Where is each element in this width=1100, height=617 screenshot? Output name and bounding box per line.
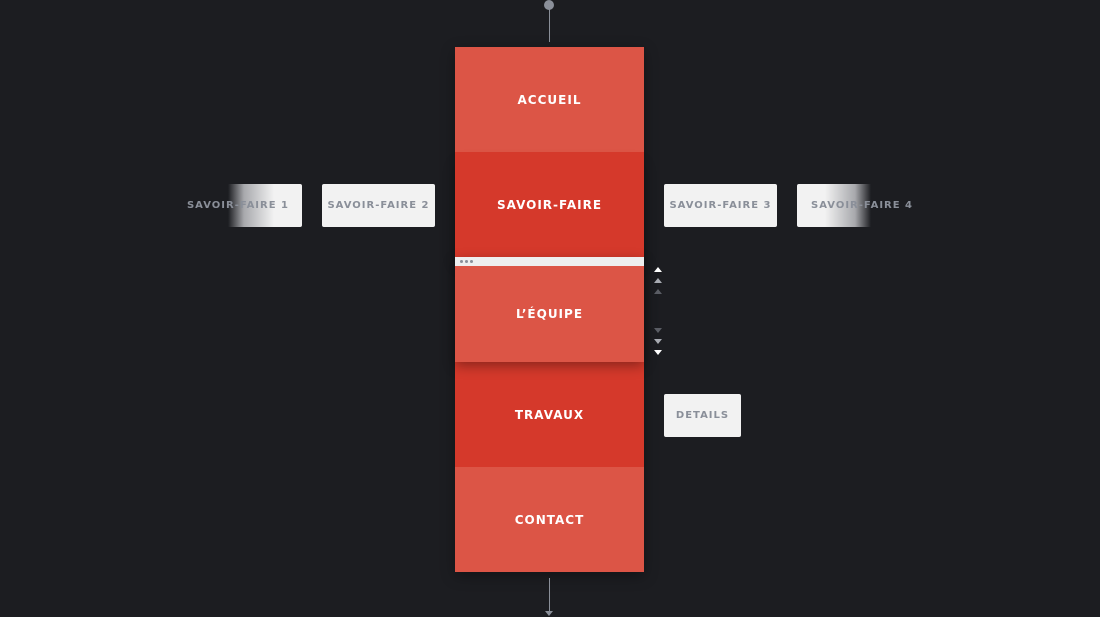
chevron-up-icon bbox=[654, 278, 662, 283]
chevron-down-icon bbox=[654, 339, 662, 344]
subnav-label: SAVOIR-FAIRE 1 bbox=[186, 200, 289, 211]
nav-item-label: TRAVAUX bbox=[514, 407, 585, 422]
subnav-label: SAVOIR-FAIRE 4 bbox=[811, 200, 914, 211]
subnav-savoir-faire-2[interactable]: SAVOIR-FAIRE 2 bbox=[322, 184, 435, 227]
window-titlebar bbox=[455, 257, 644, 266]
subnav-savoir-faire-1[interactable]: SAVOIR-FAIRE 1 bbox=[187, 184, 302, 227]
subnav-label: SAVOIR-FAIRE 2 bbox=[327, 200, 430, 211]
timeline-bottom-line bbox=[549, 578, 550, 613]
ellipsis-icon bbox=[460, 260, 475, 263]
nav-item-label: CONTACT bbox=[514, 512, 585, 527]
nav-item-travaux[interactable]: TRAVAUX bbox=[455, 362, 644, 467]
subnav-label: SAVOIR-FAIRE 3 bbox=[669, 200, 772, 211]
subnav-savoir-faire-4[interactable]: SAVOIR-FAIRE 4 bbox=[797, 184, 912, 227]
timeline-top-line bbox=[549, 5, 550, 42]
details-label: DETAILS bbox=[675, 410, 730, 421]
nav-item-savoir-faire[interactable]: SAVOIR-FAIRE bbox=[455, 152, 644, 257]
nav-item-label: ACCUEIL bbox=[517, 92, 582, 107]
chevron-up-icon bbox=[654, 289, 662, 294]
subnav-savoir-faire-3[interactable]: SAVOIR-FAIRE 3 bbox=[664, 184, 777, 227]
chevron-down-icon bbox=[654, 328, 662, 333]
nav-item-contact[interactable]: CONTACT bbox=[455, 467, 644, 572]
nav-item-accueil[interactable]: ACCUEIL bbox=[455, 47, 644, 152]
nav-item-equipe[interactable]: L’ÉQUIPE bbox=[455, 257, 644, 362]
nav-item-label: SAVOIR-FAIRE bbox=[496, 197, 603, 212]
chevron-down-icon[interactable] bbox=[654, 350, 662, 355]
details-button[interactable]: DETAILS bbox=[664, 394, 741, 437]
window-body: L’ÉQUIPE bbox=[455, 266, 644, 362]
chevron-up-icon[interactable] bbox=[654, 267, 662, 272]
nav-item-label: L’ÉQUIPE bbox=[515, 307, 584, 321]
arrow-down-icon bbox=[545, 611, 553, 616]
